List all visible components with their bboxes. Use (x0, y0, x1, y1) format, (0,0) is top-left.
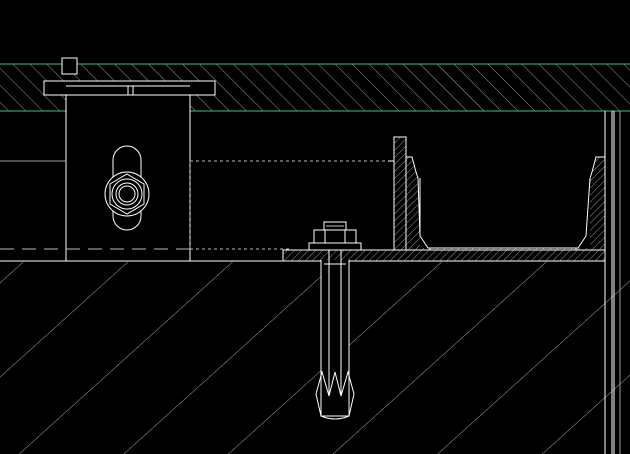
anchor-nut (313, 229, 357, 244)
concrete-base (0, 260, 630, 454)
expansion-anchor-bolt (308, 221, 362, 420)
section-marker (61, 57, 78, 75)
washer (104, 171, 150, 217)
right-vertical-members (604, 111, 621, 454)
slotted-bolt (104, 145, 150, 231)
channel-profile (405, 156, 606, 251)
base-plate (282, 249, 606, 262)
hex-nut (109, 173, 145, 215)
anchor-washer (308, 242, 362, 251)
anchor-sleeve (320, 260, 350, 417)
angle-profile-left (388, 136, 407, 251)
